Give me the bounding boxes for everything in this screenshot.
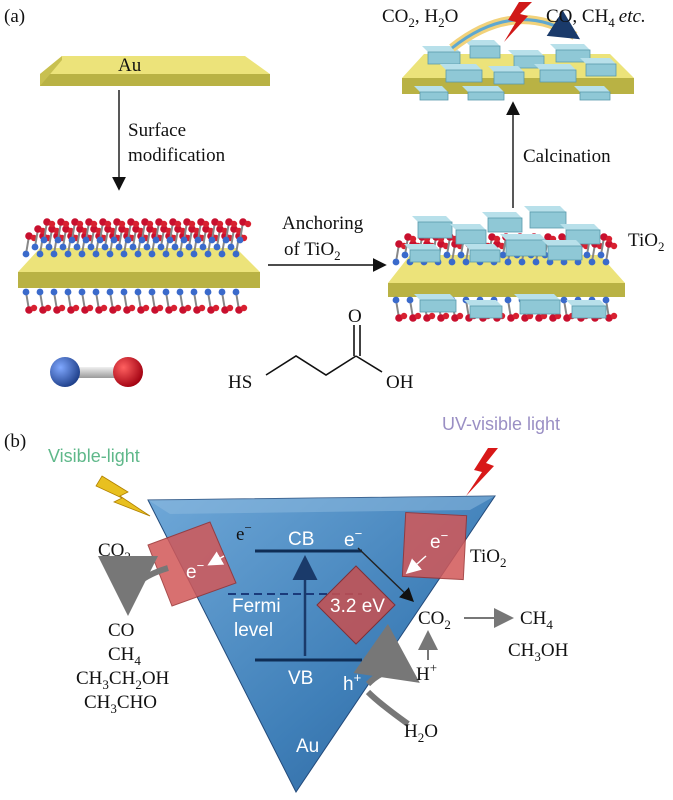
- sam-molecules-bottom: [22, 288, 248, 314]
- au-triangle-label: Au: [296, 736, 319, 757]
- fermi-label: Fermi: [232, 596, 281, 617]
- bandgap-label: 3.2 eV: [330, 596, 385, 617]
- hole-to-hplus-arrow: [353, 623, 420, 687]
- vb-label: VB: [288, 668, 313, 689]
- hs-label: HS: [228, 372, 252, 393]
- sam-molecules-top: [22, 218, 252, 258]
- uv-light-bolt-icon: [466, 448, 498, 496]
- h2o-label: H2O: [404, 721, 438, 745]
- au-label: Au: [118, 55, 142, 76]
- functionalized-au-slab: [18, 248, 260, 288]
- panel-b-label: (b): [4, 431, 26, 452]
- h-plus-label: H+: [416, 660, 437, 685]
- right-product-ch3oh: CH3OH: [508, 640, 569, 664]
- tio2-blocks: [404, 206, 607, 319]
- level-label: level: [234, 620, 273, 641]
- tio2-left-block: [147, 521, 237, 607]
- left-product-co: CO: [108, 620, 134, 641]
- co2-reduction-arrow-left: [98, 555, 169, 616]
- panel-a-label: (a): [4, 6, 25, 27]
- electron-to-co2-arrow: [357, 547, 415, 602]
- anchoring-label: Anchoring: [282, 213, 364, 234]
- molecule-legend: [50, 357, 143, 387]
- mercaptopropionic-acid-structure: [265, 325, 383, 376]
- electron-transfer-arrow-right: [405, 555, 427, 574]
- visible-light-label: Visible-light: [48, 446, 140, 466]
- co2-right-label: CO2: [418, 608, 451, 632]
- water-oxidation-arrow: [365, 689, 410, 727]
- calcination-label: Calcination: [523, 146, 611, 167]
- co2-left-label: CO2: [98, 540, 131, 564]
- oh-label: OH: [386, 372, 414, 393]
- lightning-bolt-icon: [504, 2, 532, 42]
- calcined-tio2-blocks: [414, 40, 617, 101]
- carbonyl-o-label: O: [348, 306, 362, 327]
- visible-light-bolt-icon: [95, 475, 151, 517]
- tio2-label-b: TiO2: [470, 546, 506, 570]
- uv-visible-light-label: UV-visible light: [442, 414, 560, 434]
- au-slab-top: [40, 56, 270, 86]
- left-product-ch4: CH4: [108, 644, 141, 668]
- left-product-ch3cho: CH3CHO: [84, 692, 157, 716]
- cb-label: CB: [288, 529, 314, 550]
- surface-label: Surface: [128, 120, 186, 141]
- left-product-ch3ch2oh: CH3CH2OH: [76, 668, 170, 692]
- tio2-label-a: TiO2: [628, 230, 664, 254]
- electron-transfer-arrow-left: [207, 551, 225, 566]
- reactants-label: CO2, H2O: [382, 6, 458, 30]
- right-product-ch4: CH4: [520, 608, 553, 632]
- of-tio2-label: of TiO2: [284, 239, 341, 263]
- modification-label: modification: [128, 145, 226, 166]
